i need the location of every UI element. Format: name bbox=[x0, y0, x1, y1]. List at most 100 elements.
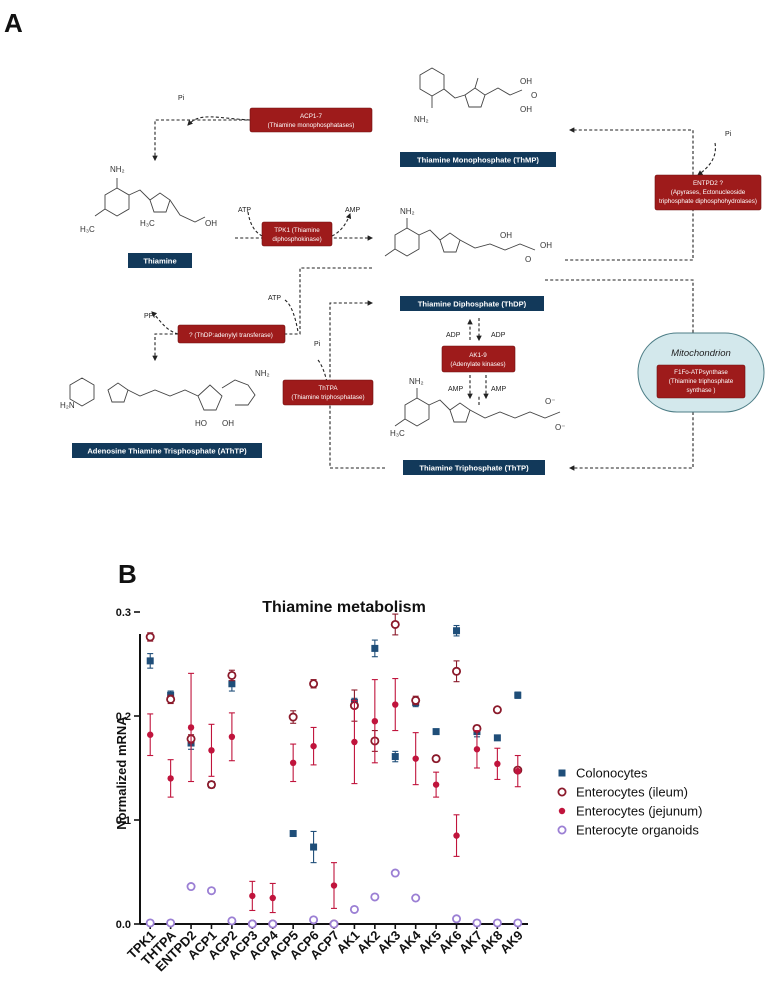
svg-text:OH: OH bbox=[520, 105, 532, 114]
enzyme-entpd: ENTPD2 ? (Apyrases, Ectonucleoside triph… bbox=[654, 174, 762, 211]
panel-label-b: B bbox=[118, 559, 137, 589]
data-point bbox=[452, 914, 462, 924]
svg-text:(Thiamine monophosphatases): (Thiamine monophosphatases) bbox=[268, 122, 355, 129]
cofactor-amp: AMP bbox=[448, 386, 464, 393]
data-point bbox=[514, 691, 522, 699]
svg-text:(Apyrases, Ectonucleoside: (Apyrases, Ectonucleoside bbox=[671, 189, 746, 196]
svg-text:? (ThDP:adenylyl transferase): ? (ThDP:adenylyl transferase) bbox=[189, 332, 273, 339]
y-tick-label: 0.2 bbox=[116, 711, 131, 723]
series-enterocyte-organoids bbox=[145, 868, 523, 929]
svg-text:OH: OH bbox=[540, 241, 552, 250]
x-tick-label-ak9: AK9 bbox=[497, 928, 526, 957]
legend-marker bbox=[558, 807, 566, 815]
data-point bbox=[492, 705, 502, 715]
y-ticks: 0.00.10.20.3 bbox=[116, 607, 140, 931]
svg-text:AK1-9: AK1-9 bbox=[469, 352, 487, 359]
data-point bbox=[453, 627, 461, 635]
data-point bbox=[493, 734, 501, 742]
y-axis-label: Normalized mRNA bbox=[114, 716, 129, 830]
data-point bbox=[453, 832, 460, 839]
data-point bbox=[166, 694, 176, 704]
svg-text:NH₂: NH₂ bbox=[110, 165, 125, 174]
data-point bbox=[432, 781, 440, 788]
svg-text:O⁻: O⁻ bbox=[555, 423, 565, 432]
data-point bbox=[206, 780, 216, 790]
svg-text:OH: OH bbox=[520, 77, 532, 86]
structure-thiamine: NH₂ H₃C H₃C OH bbox=[80, 165, 217, 234]
svg-text:H₃C: H₃C bbox=[140, 219, 155, 228]
legend-item: Enterocytes (jejunum) bbox=[558, 804, 702, 819]
structure-thdp: NH₂ OH OH O bbox=[384, 207, 552, 264]
series-enterocytes-jejunum- bbox=[147, 672, 521, 914]
data-point bbox=[289, 759, 297, 766]
compound-athtp: Adenosine Thiamine Trisphosphate (AThTP) bbox=[72, 443, 262, 458]
enzyme-acp: ACP1-7 (Thiamine monophosphatases) bbox=[249, 107, 373, 133]
legend-label: Enterocytes (jejunum) bbox=[576, 804, 702, 819]
series-colonocytes bbox=[146, 624, 522, 864]
svg-text:triphosphate diphosphohydrolas: triphosphate diphosphohydrolases) bbox=[659, 198, 757, 205]
data-point bbox=[268, 919, 278, 929]
svg-text:Thiamine: Thiamine bbox=[143, 257, 176, 266]
data-point bbox=[494, 760, 501, 768]
data-point bbox=[392, 701, 399, 708]
svg-text:Thiamine Triphosphate (ThTP): Thiamine Triphosphate (ThTP) bbox=[419, 464, 529, 473]
svg-text:OH: OH bbox=[500, 231, 512, 240]
data-point bbox=[411, 695, 421, 705]
cofactor-pi: Pi bbox=[178, 95, 185, 102]
svg-text:NH₂: NH₂ bbox=[414, 115, 429, 124]
data-point bbox=[228, 733, 236, 740]
structure-thmp: NH₂ OH O OH bbox=[414, 67, 537, 124]
svg-text:F1Fo-ATPsynthase: F1Fo-ATPsynthase bbox=[674, 369, 728, 376]
structure-thtp: NH₂ O⁻ O⁻ H₃C bbox=[390, 377, 565, 438]
svg-text:O⁻: O⁻ bbox=[545, 397, 555, 406]
svg-text:H₃C: H₃C bbox=[80, 225, 95, 234]
pathway-diagram: Pi ATP AMP ATP PPi Pi ADP ADP AMP AMP Pi… bbox=[60, 67, 765, 475]
data-point bbox=[269, 894, 276, 902]
svg-text:Thiamine Diphosphate (ThDP): Thiamine Diphosphate (ThDP) bbox=[418, 300, 527, 309]
svg-text:Adenosine Thiamine Trisphospha: Adenosine Thiamine Trisphosphate (AThTP) bbox=[87, 447, 247, 456]
data-point bbox=[310, 742, 317, 750]
legend-item: Enterocyte organoids bbox=[557, 823, 699, 838]
chart-marks bbox=[145, 613, 523, 929]
data-point bbox=[411, 893, 421, 903]
data-point bbox=[147, 731, 154, 738]
compound-thtp: Thiamine Triphosphate (ThTP) bbox=[403, 460, 545, 475]
data-point bbox=[227, 916, 237, 926]
data-point bbox=[330, 882, 338, 889]
data-point bbox=[249, 892, 256, 900]
svg-text:diphosphokinase): diphosphokinase) bbox=[272, 236, 321, 243]
enzyme-thtpa: ThTPA (Thiamine triphosphatase) bbox=[282, 379, 374, 406]
cofactor-amp: AMP bbox=[345, 207, 361, 214]
data-point bbox=[329, 919, 339, 929]
panel-label-a: A bbox=[4, 8, 23, 38]
svg-text:Thiamine Monophosphate (ThMP): Thiamine Monophosphate (ThMP) bbox=[417, 156, 539, 165]
data-point bbox=[187, 724, 195, 731]
data-point bbox=[228, 680, 236, 688]
cofactor-pi: Pi bbox=[314, 341, 321, 348]
data-point bbox=[227, 670, 237, 680]
cofactor-pi: Pi bbox=[725, 131, 732, 138]
svg-text:ACP1-7: ACP1-7 bbox=[300, 113, 323, 120]
svg-text:O: O bbox=[531, 91, 537, 100]
svg-text:HO: HO bbox=[195, 419, 207, 428]
svg-text:H₃C: H₃C bbox=[390, 429, 405, 438]
chart-title: Thiamine metabolism bbox=[262, 599, 426, 616]
data-point bbox=[370, 892, 380, 902]
compound-thiamine: Thiamine bbox=[128, 253, 192, 268]
legend-item: Enterocytes (ileum) bbox=[557, 785, 688, 800]
legend-label: Colonocytes bbox=[576, 766, 648, 781]
svg-text:OH: OH bbox=[222, 419, 234, 428]
data-point bbox=[390, 868, 400, 878]
svg-text:Mitochondrion: Mitochondrion bbox=[671, 348, 731, 359]
data-point bbox=[513, 918, 523, 928]
svg-text:(Adenylate kinases): (Adenylate kinases) bbox=[450, 361, 505, 368]
compound-thmp: Thiamine Monophosphate (ThMP) bbox=[400, 152, 556, 167]
svg-text:O: O bbox=[525, 255, 531, 264]
mitochondrion: Mitochondrion F1Fo-ATPsynthase (Thiamine… bbox=[637, 332, 765, 413]
data-point bbox=[247, 919, 257, 929]
data-point bbox=[288, 712, 298, 722]
legend-label: Enterocytes (ileum) bbox=[576, 785, 688, 800]
data-point bbox=[492, 918, 502, 928]
